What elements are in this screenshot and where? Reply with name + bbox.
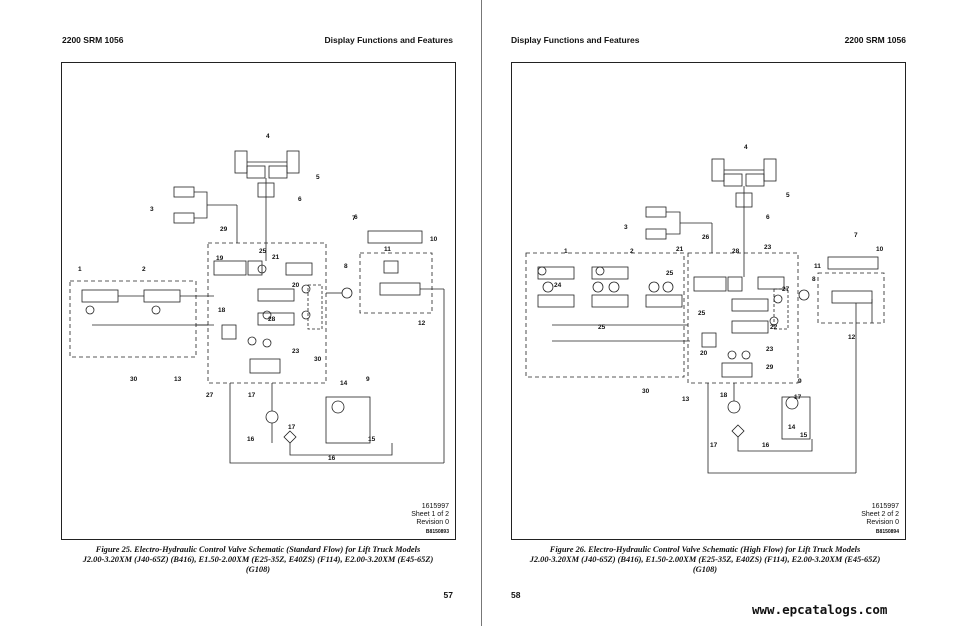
left-schematic-drawing: 4 5 6 3 29 6 10 7 25 21 19 1 2 8 11 20 1 — [69, 133, 445, 464]
callout: 4 — [744, 144, 748, 151]
callout: 11 — [384, 246, 391, 253]
right-sheet: Sheet 2 of 2 — [861, 511, 899, 518]
callout: 13 — [682, 396, 690, 403]
left-drawing-number: 1615997 — [421, 503, 449, 510]
left-callout-labels: 4 5 6 3 29 6 10 7 25 21 19 1 2 8 11 20 1 — [78, 133, 438, 462]
callout: 25 — [259, 248, 267, 255]
callout: 21 — [676, 246, 684, 253]
callout: 16 — [328, 455, 336, 462]
callout: 5 — [786, 192, 790, 199]
callout: 20 — [700, 350, 708, 357]
left-page-number: 57 — [443, 590, 453, 600]
callout: 14 — [340, 380, 348, 387]
callout: 25 — [698, 310, 706, 317]
callout: 21 — [272, 254, 280, 261]
callout: 6 — [354, 214, 358, 221]
callout: 12 — [418, 320, 426, 327]
left-image-code: B8150893 — [425, 529, 449, 535]
caption-line: J2.00-3.20XM (J40-65Z) (B416), E1.50-2.0… — [82, 555, 434, 564]
callout: 23 — [764, 244, 772, 251]
left-header-section: Display Functions and Features — [324, 35, 453, 45]
callout: 17 — [794, 394, 802, 401]
callout: 22 — [770, 324, 778, 331]
callout: 30 — [642, 388, 650, 395]
callout: 10 — [430, 236, 438, 243]
callout: 15 — [800, 432, 808, 439]
callout: 16 — [247, 436, 255, 443]
callout: 20 — [292, 282, 300, 289]
right-figure-caption: Figure 26. Electro-Hydraulic Control Val… — [490, 545, 920, 575]
callout: 6 — [298, 196, 302, 203]
callout: 1 — [564, 248, 568, 255]
right-drawing-meta: 1615997 Sheet 2 of 2 Revision 0 — [861, 503, 899, 527]
callout: 23 — [292, 348, 300, 355]
callout: 9 — [366, 376, 370, 383]
callout: 2 — [630, 248, 634, 255]
callout: 4 — [266, 133, 270, 140]
left-page: 2200 SRM 1056 Display Functions and Feat… — [58, 0, 482, 626]
callout: 26 — [702, 234, 710, 241]
caption-line: (G108) — [692, 565, 718, 574]
caption-line: (G108) — [245, 565, 271, 574]
callout: 3 — [150, 206, 154, 213]
callout: 30 — [314, 356, 322, 363]
left-header-doc-id: 2200 SRM 1056 — [62, 35, 124, 45]
callout: 2 — [142, 266, 146, 273]
watermark-link[interactable]: www.epcatalogs.com — [752, 602, 888, 617]
callout: 19 — [216, 255, 224, 262]
callout: 18 — [720, 392, 728, 399]
caption-line: J2.00-3.20XM (J40-65Z) (B416), E1.50-2.0… — [529, 555, 881, 564]
callout: 29 — [766, 364, 774, 371]
right-callout-labels: 4 5 6 3 7 10 1 2 21 26 28 23 8 11 24 25 — [554, 144, 884, 449]
callout: 1 — [78, 266, 82, 273]
right-header-section: Display Functions and Features — [511, 35, 640, 45]
callout: 25 — [666, 270, 674, 277]
callout: 8 — [812, 276, 816, 283]
left-drawing-meta: 1615997 Sheet 1 of 2 Revision 0 — [411, 503, 449, 527]
callout: 5 — [316, 174, 320, 181]
callout: 25 — [598, 324, 606, 331]
callout: 3 — [624, 224, 628, 231]
right-figure-frame: 4 5 6 3 7 10 1 2 21 26 28 23 8 11 24 25 — [511, 62, 906, 540]
callout: 18 — [218, 307, 226, 314]
callout: 8 — [344, 263, 348, 270]
callout: 7 — [352, 215, 356, 222]
callout: 17 — [710, 442, 718, 449]
callout: 27 — [782, 286, 790, 293]
right-page-number: 58 — [511, 590, 521, 600]
caption-line: Figure 25. Electro-Hydraulic Control Val… — [95, 545, 421, 554]
left-figure-frame: 4 5 6 3 29 6 10 7 25 21 19 1 2 8 11 20 1 — [61, 62, 456, 540]
right-page: Display Functions and Features 2200 SRM … — [482, 0, 964, 626]
callout: 27 — [206, 392, 214, 399]
right-schematic-drawing: 4 5 6 3 7 10 1 2 21 26 28 23 8 11 24 25 — [525, 144, 885, 474]
callout: 24 — [554, 282, 562, 289]
right-revision: Revision 0 — [866, 519, 899, 526]
callout: 15 — [368, 436, 376, 443]
left-figure-caption: Figure 25. Electro-Hydraulic Control Val… — [58, 545, 458, 575]
right-header-doc-id: 2200 SRM 1056 — [844, 35, 906, 45]
callout: 10 — [876, 246, 884, 253]
callout: 6 — [766, 214, 770, 221]
callout: 29 — [220, 226, 228, 233]
right-image-code: B8150894 — [875, 529, 899, 535]
callout: 23 — [766, 346, 774, 353]
caption-line: Figure 26. Electro-Hydraulic Control Val… — [549, 545, 861, 554]
callout: 28 — [732, 248, 740, 255]
callout: 11 — [814, 263, 821, 270]
callout: 17 — [248, 392, 256, 399]
callout: 17 — [288, 424, 296, 431]
left-sheet: Sheet 1 of 2 — [411, 511, 449, 518]
right-drawing-number: 1615997 — [871, 503, 899, 510]
callout: 7 — [854, 232, 858, 239]
left-revision: Revision 0 — [416, 519, 449, 526]
callout: 13 — [174, 376, 182, 383]
callout: 9 — [798, 378, 802, 385]
callout: 16 — [762, 442, 770, 449]
callout: 28 — [268, 316, 276, 323]
callout: 12 — [848, 334, 856, 341]
callout: 14 — [788, 424, 796, 431]
callout: 30 — [130, 376, 138, 383]
